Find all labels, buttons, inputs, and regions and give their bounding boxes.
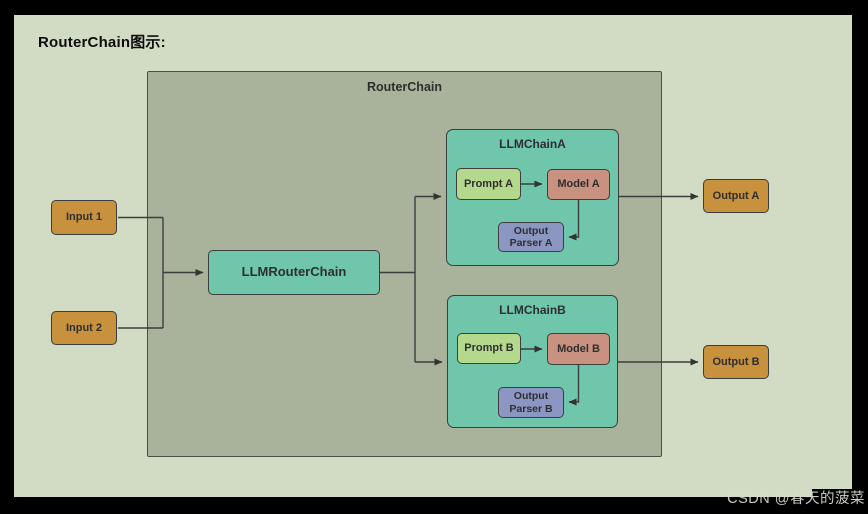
routerchain-container-label: RouterChain xyxy=(367,80,442,94)
page-title: RouterChain图示: xyxy=(38,34,166,51)
watermark-text: CSDN @春天的菠菜 xyxy=(727,491,865,507)
page-background: RouterChain图示: RouterChain Input 1 Input… xyxy=(14,15,852,497)
watermark-backdrop xyxy=(812,489,868,498)
model-b-node: Model B xyxy=(547,333,610,365)
llmchain-a-title: LLMChainA xyxy=(499,137,566,151)
prompt-a-node: Prompt A xyxy=(456,168,521,200)
llmchain-b-title: LLMChainB xyxy=(499,303,566,317)
input-2-node: Input 2 xyxy=(51,311,117,345)
model-a-node: Model A xyxy=(547,169,610,200)
output-parser-b-node: Output Parser B xyxy=(498,387,564,418)
prompt-b-node: Prompt B xyxy=(457,333,521,364)
output-parser-a-node: Output Parser A xyxy=(498,222,564,252)
input-1-node: Input 1 xyxy=(51,200,117,235)
llmrouterchain-node: LLMRouterChain xyxy=(208,250,380,295)
output-b-node: Output B xyxy=(703,345,769,379)
output-a-node: Output A xyxy=(703,179,769,213)
